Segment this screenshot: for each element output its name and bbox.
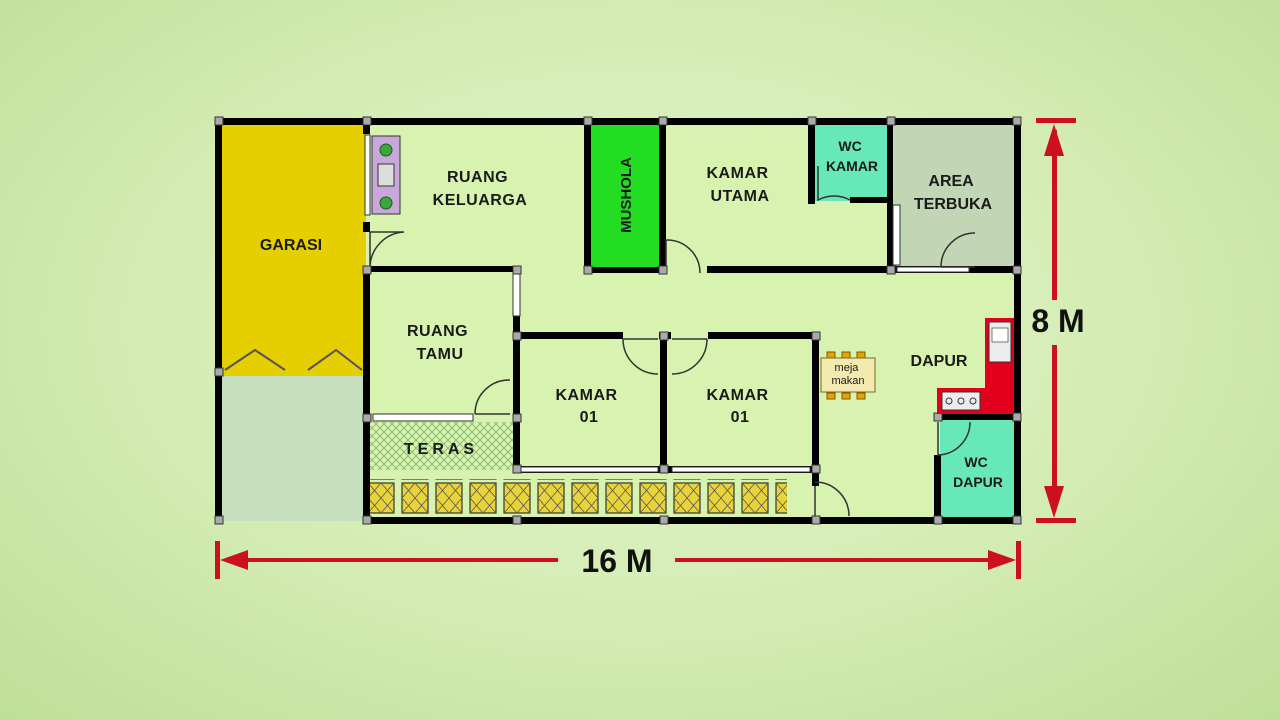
wc-kamar-area	[815, 124, 890, 201]
height-label: 8 M	[1031, 303, 1084, 339]
garasi-area	[218, 121, 366, 376]
area-terbuka-area	[893, 124, 1015, 270]
label-wc-dapur: WC DAPUR	[953, 454, 1003, 490]
kitchen-counter	[937, 318, 1014, 414]
sideboard	[371, 135, 401, 215]
stove-burner-icon	[957, 397, 965, 405]
label-teras: TERAS	[404, 441, 478, 458]
arrow-down-icon	[1044, 486, 1064, 518]
width-label: 16 M	[581, 543, 652, 579]
arrow-right-icon	[988, 550, 1016, 570]
garasi-lower-area	[218, 376, 366, 521]
mushola-area	[588, 124, 662, 270]
label-kamar-b: KAMAR 01	[707, 387, 774, 426]
label-kamar-utama: KAMAR UTAMA	[707, 165, 774, 205]
teras-area	[370, 422, 515, 470]
plant-icon	[379, 143, 393, 157]
label-ruang-tamu: RUANG TAMU	[407, 323, 473, 363]
label-mushola: MUSHOLA	[618, 157, 635, 233]
wc-dapur-area	[940, 418, 1015, 521]
label-wc-kamar: WC KAMAR	[826, 138, 878, 174]
label-kamar-a: KAMAR 01	[556, 387, 623, 426]
door-swings	[369, 166, 976, 517]
dining-table	[820, 351, 876, 400]
label-dapur: DAPUR	[911, 353, 968, 370]
width-dimension: 16 M	[215, 541, 1021, 579]
stove-burner-icon	[969, 397, 977, 405]
plant-icon	[379, 196, 393, 210]
arrow-left-icon	[220, 550, 248, 570]
height-dimension: 8 M	[1031, 118, 1085, 523]
label-area-terbuka: AREA TERBUKA	[914, 173, 993, 213]
label-meja-makan: meja makan	[831, 362, 864, 387]
arrow-up-icon	[1044, 124, 1064, 156]
teras-tiles	[365, 479, 787, 516]
label-ruang-keluarga: RUANG KELUARGA	[433, 169, 528, 209]
label-garasi: GARASI	[260, 237, 322, 254]
stove-burner-icon	[945, 397, 953, 405]
pillars	[214, 116, 1022, 525]
garasi-door-swing	[224, 348, 363, 371]
